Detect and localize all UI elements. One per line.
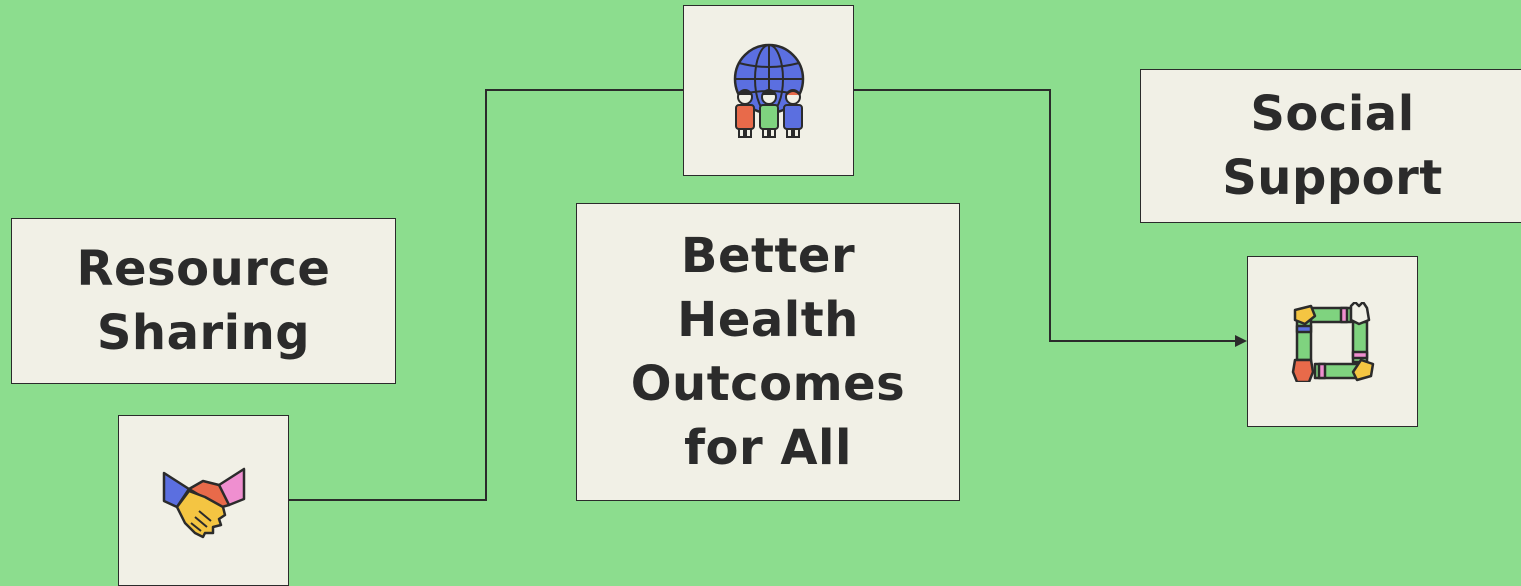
resource-sharing-line-2: Sharing [96,305,311,361]
globe-people-icon [733,43,804,138]
center-line-3: Outcomes [630,356,906,412]
handshake-icon [162,467,245,538]
social-support-label: Social Support [1222,82,1443,210]
social-support-node: Social Support [1140,69,1521,223]
resource-sharing-line-1: Resource [76,241,331,297]
center-line-2: Health [677,292,859,348]
handshake-icon-box [118,415,289,586]
social-support-line-1: Social [1250,86,1415,142]
center-outcome-node: Better Health Outcomes for All [576,203,960,501]
social-support-line-2: Support [1222,150,1443,206]
resource-sharing-label: Resource Sharing [77,237,331,365]
resource-sharing-node: Resource Sharing [11,218,396,384]
joined-hands-icon [1291,301,1374,382]
center-line-4: for All [684,420,852,476]
globe-people-icon-box [683,5,854,176]
connector-handshake-to-globe [289,89,683,501]
connector-globe-to-hands-arrow [854,89,1247,347]
center-outcome-label: Better Health Outcomes for All [631,224,906,480]
center-line-1: Better [680,228,856,284]
joined-hands-icon-box [1247,256,1418,427]
